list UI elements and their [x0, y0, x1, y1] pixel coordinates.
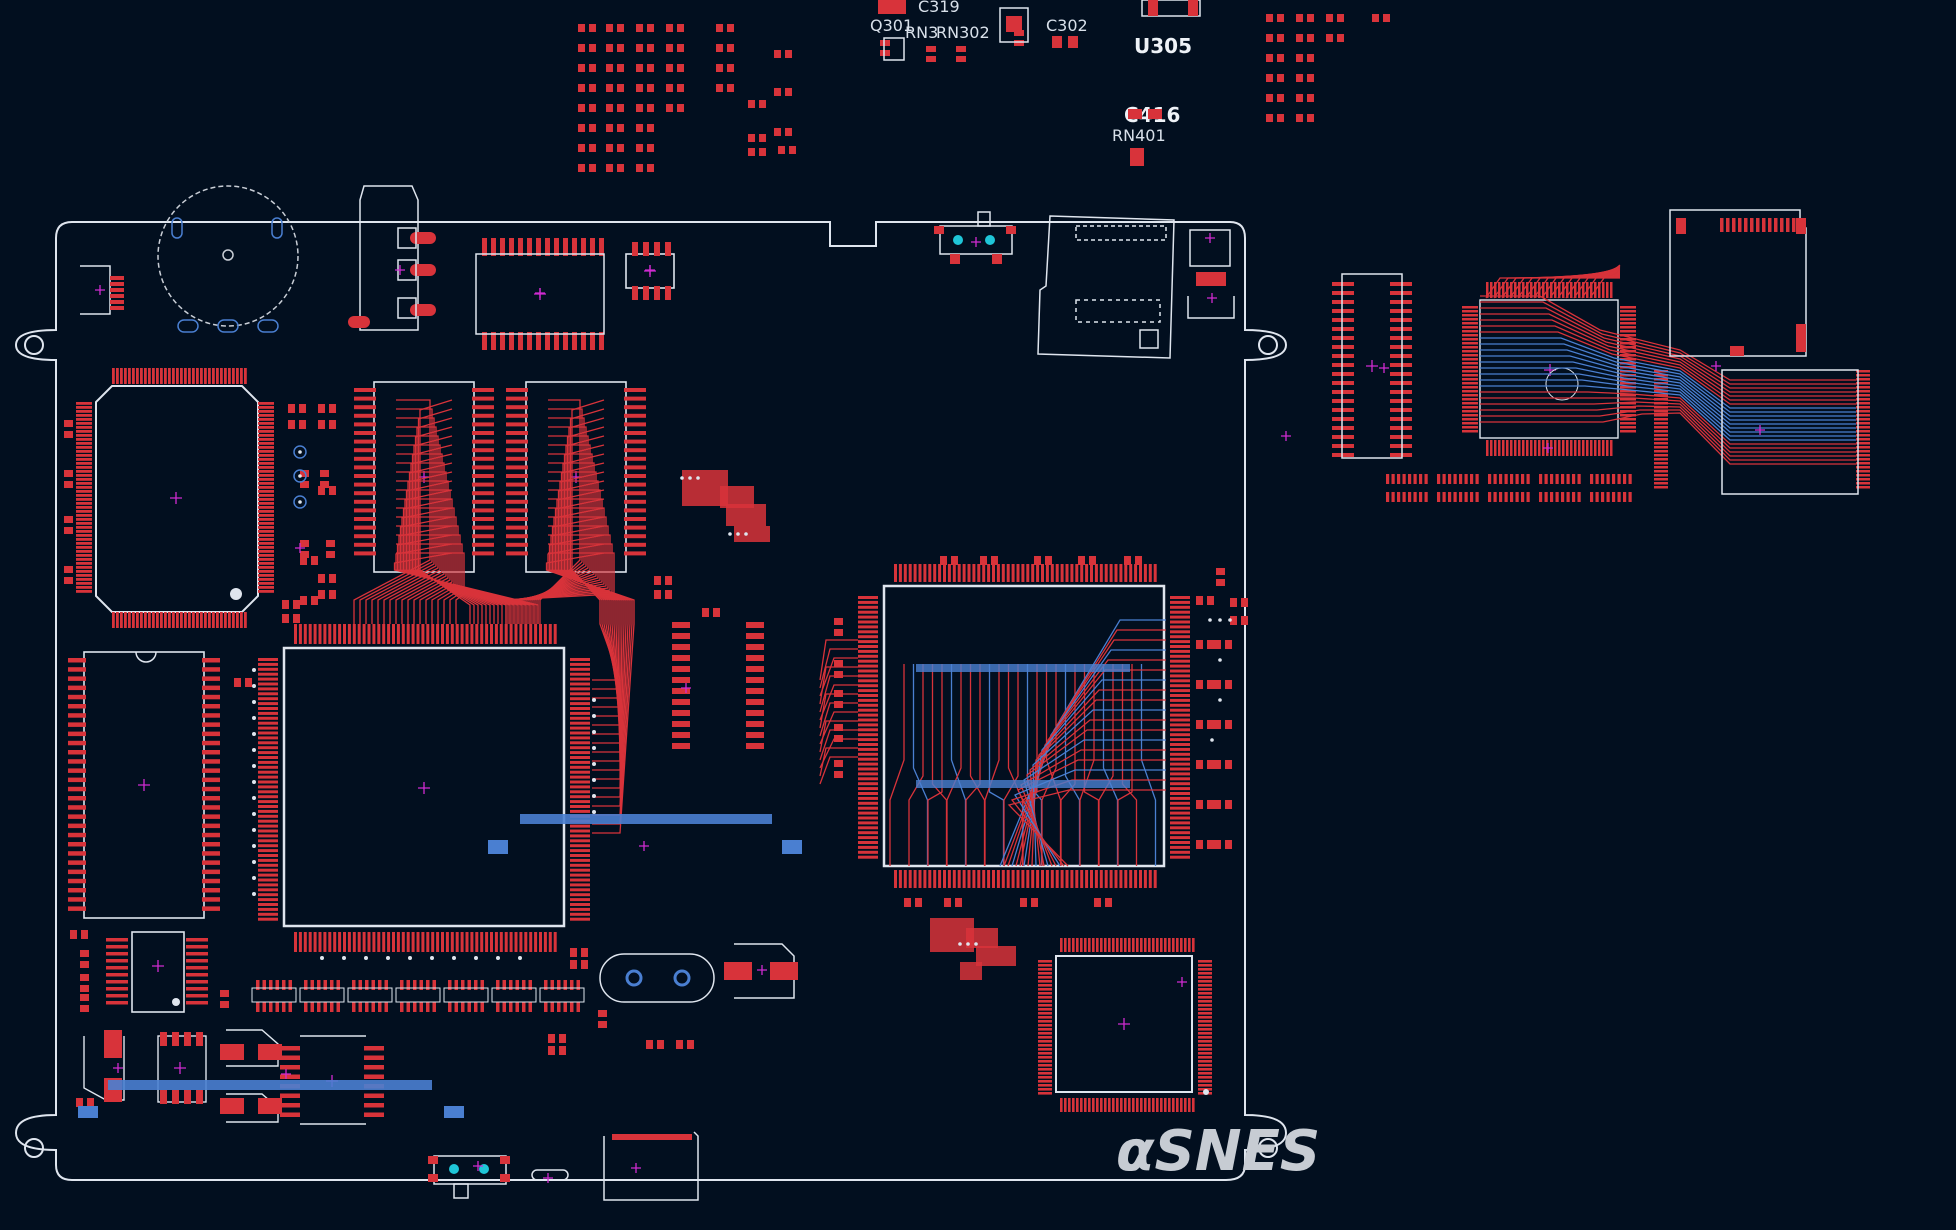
sd-card-slot	[1037, 215, 1175, 359]
mounting-hole-icon	[24, 335, 1278, 1158]
via-icon	[728, 532, 732, 536]
crystal-oscillator	[599, 943, 798, 1003]
crosshair-marker-icon	[473, 1161, 483, 1171]
crosshair-marker-icon	[681, 683, 691, 693]
label-u305: U305	[1134, 34, 1192, 58]
top-edge-parts	[878, 0, 1201, 166]
crosshair-marker-icon	[535, 288, 545, 298]
via-icon	[736, 532, 740, 536]
via-icon	[1208, 618, 1212, 622]
right-subboard	[1341, 209, 1859, 495]
crosshair-marker-icon	[639, 841, 649, 851]
via-icon	[974, 942, 978, 946]
via-icon	[1228, 618, 1232, 622]
crosshair-marker-icon	[1755, 425, 1765, 435]
chip-footprints	[68, 218, 1870, 1125]
crosshair-marker-icon	[170, 492, 182, 504]
crosshair-marker-icon	[1281, 431, 1291, 441]
power-switch	[428, 1155, 569, 1199]
passive-clusters	[64, 233, 1765, 1183]
via-icon	[696, 476, 700, 480]
copper-traces	[353, 264, 1856, 867]
crosshair-marker-icon	[113, 1063, 123, 1073]
crosshair-marker-icon	[645, 265, 655, 275]
crosshair-marker-icon	[1711, 361, 1721, 371]
via-icon	[298, 474, 302, 478]
label-rn302: RN302	[936, 23, 990, 42]
bottom-layer-bars	[78, 814, 802, 1118]
crosshair-marker-icon	[1118, 1018, 1130, 1030]
board-outline	[14, 221, 1288, 1181]
battery-connector	[1187, 229, 1235, 319]
crosshair-marker-icon	[1543, 443, 1553, 453]
crosshair-marker-icon	[295, 543, 305, 553]
top-passives-grid	[578, 14, 1390, 172]
crosshair-marker-icon	[95, 285, 105, 295]
label-q301: Q301	[870, 16, 913, 35]
via-icon	[298, 450, 302, 454]
crosshair-marker-icon	[543, 1173, 553, 1183]
crosshair-marker-icon	[174, 1062, 186, 1074]
label-c319: C319	[918, 0, 960, 16]
reference-labels: Q301 C319 RN3 RN302 C302 U305 C416 RN401	[870, 0, 1192, 145]
crosshair-marker-icon	[757, 965, 767, 975]
via-icon	[1218, 618, 1222, 622]
crosshair-marker-icon	[1207, 293, 1217, 303]
via-icon	[1210, 738, 1214, 742]
via-icon	[1218, 698, 1222, 702]
via-icon	[688, 476, 692, 480]
via-icon	[744, 532, 748, 536]
via-icon	[966, 942, 970, 946]
crosshair-marker-icon	[971, 237, 981, 247]
top-switch	[934, 211, 1016, 264]
via-icon	[298, 500, 302, 504]
audio-jack	[348, 185, 436, 331]
crosshair-marker-icon	[138, 779, 150, 791]
crosshair-marker-icon	[1366, 360, 1378, 372]
left-small-pins	[110, 276, 124, 310]
board-logo: αSNES	[1116, 1119, 1320, 1184]
usb-connector	[603, 1131, 699, 1201]
via-icon	[958, 942, 962, 946]
crosshair-marker-icon	[281, 1069, 291, 1079]
crosshair-marker-icon	[1205, 233, 1215, 243]
label-rn3: RN3	[905, 23, 938, 42]
rotary-knob	[157, 185, 299, 333]
via-icon	[680, 476, 684, 480]
label-c302: C302	[1046, 16, 1088, 35]
crosshair-marker-icon	[418, 782, 430, 794]
crosshair-marker-icon	[631, 1163, 641, 1173]
via-icon	[1218, 658, 1222, 662]
label-rn401: RN401	[1112, 126, 1166, 145]
crosshair-marker-icon	[1379, 363, 1389, 373]
crosshair-marker-icon	[1177, 977, 1187, 987]
crosshair-marker-icon	[395, 265, 405, 275]
crosshair-marker-icon	[152, 960, 164, 972]
